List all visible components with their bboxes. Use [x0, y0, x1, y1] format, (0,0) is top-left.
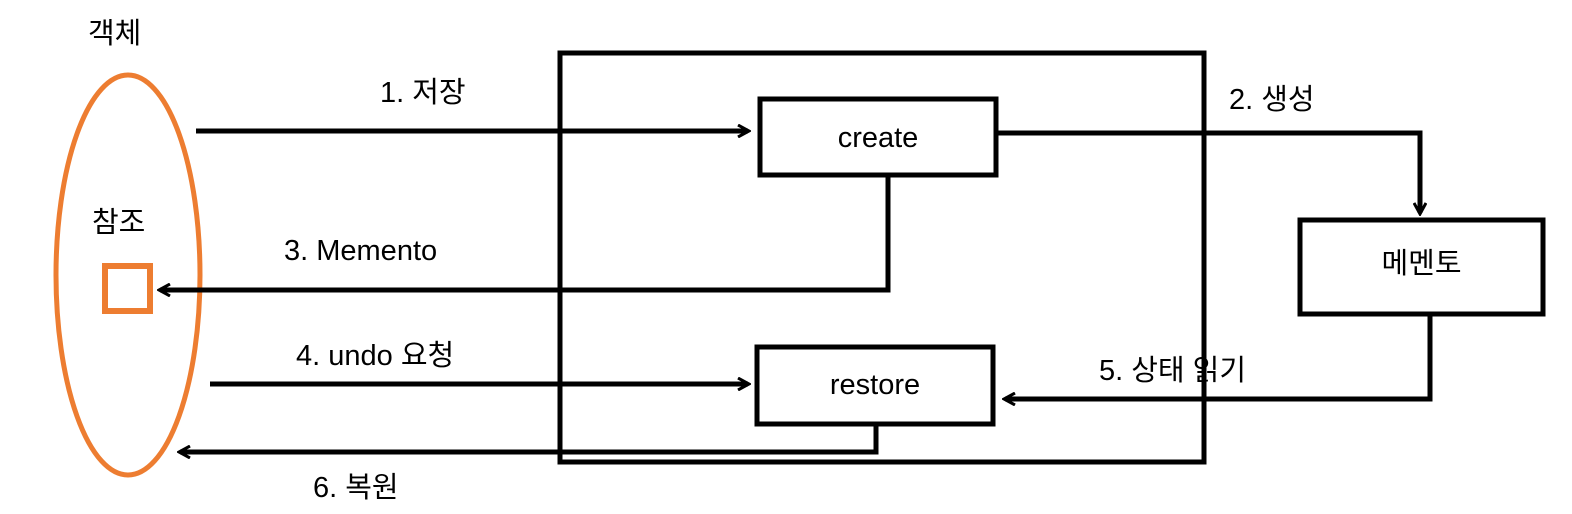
step-6-label: 6. 복원 — [313, 472, 399, 504]
restore-box — [754, 344, 996, 427]
reference-label: 참조 — [92, 207, 146, 239]
step-3-label: 3. Memento — [284, 235, 438, 267]
step-5-label: 5. 상태 읽기 — [1099, 355, 1247, 387]
memento-box — [1297, 217, 1546, 317]
reference-square — [102, 263, 153, 314]
memento-box-label: 메멘토 — [1381, 248, 1462, 280]
step-1-label: 1. 저장 — [380, 77, 466, 109]
step-4-label: 4. undo 요청 — [296, 340, 455, 372]
step-2-label: 2. 생성 — [1229, 84, 1315, 116]
object-label: 객체 — [88, 18, 142, 50]
caretaker-container-outline — [557, 50, 1207, 465]
arrow-step-2-create — [996, 130, 1420, 213]
create-box-label: create — [837, 122, 919, 154]
arrow-step-6-restore — [180, 424, 879, 452]
restore-box-label: restore — [829, 369, 921, 401]
object-ellipse — [53, 72, 203, 478]
arrow-step-5-read-state — [1005, 314, 1433, 399]
create-box — [757, 96, 999, 178]
arrow-step-3-memento — [160, 175, 891, 290]
